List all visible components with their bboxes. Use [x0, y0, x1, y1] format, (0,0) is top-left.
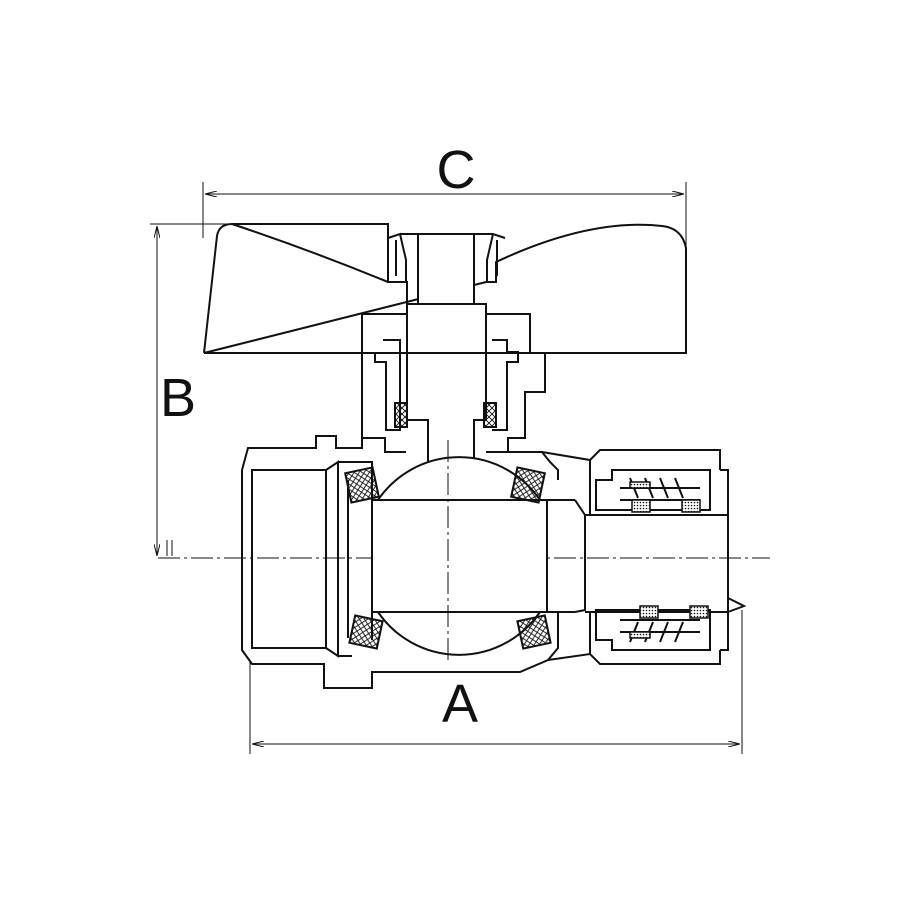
dimension-a: A: [249, 610, 743, 754]
seat-left-top: [344, 466, 380, 504]
seat-right-bottom: [516, 614, 552, 650]
compression-fitting: [589, 460, 747, 654]
bonnet: [361, 313, 546, 453]
valve-stem: [406, 233, 487, 489]
dimension-c-label: C: [437, 140, 476, 200]
dimension-a-label: A: [442, 674, 478, 734]
stem-oring-right: [483, 402, 497, 428]
dimension-b-tick: [166, 540, 173, 556]
butterfly-handle: [203, 223, 687, 354]
dimension-b-label: B: [160, 368, 196, 428]
ball: [371, 440, 548, 660]
seat-left-bottom: [348, 614, 384, 650]
dimension-b: B: [150, 223, 300, 556]
seat-right-top: [510, 466, 546, 504]
valve-body: [241, 435, 729, 689]
dimension-c: C: [202, 140, 687, 255]
stem-oring-left: [394, 402, 408, 428]
